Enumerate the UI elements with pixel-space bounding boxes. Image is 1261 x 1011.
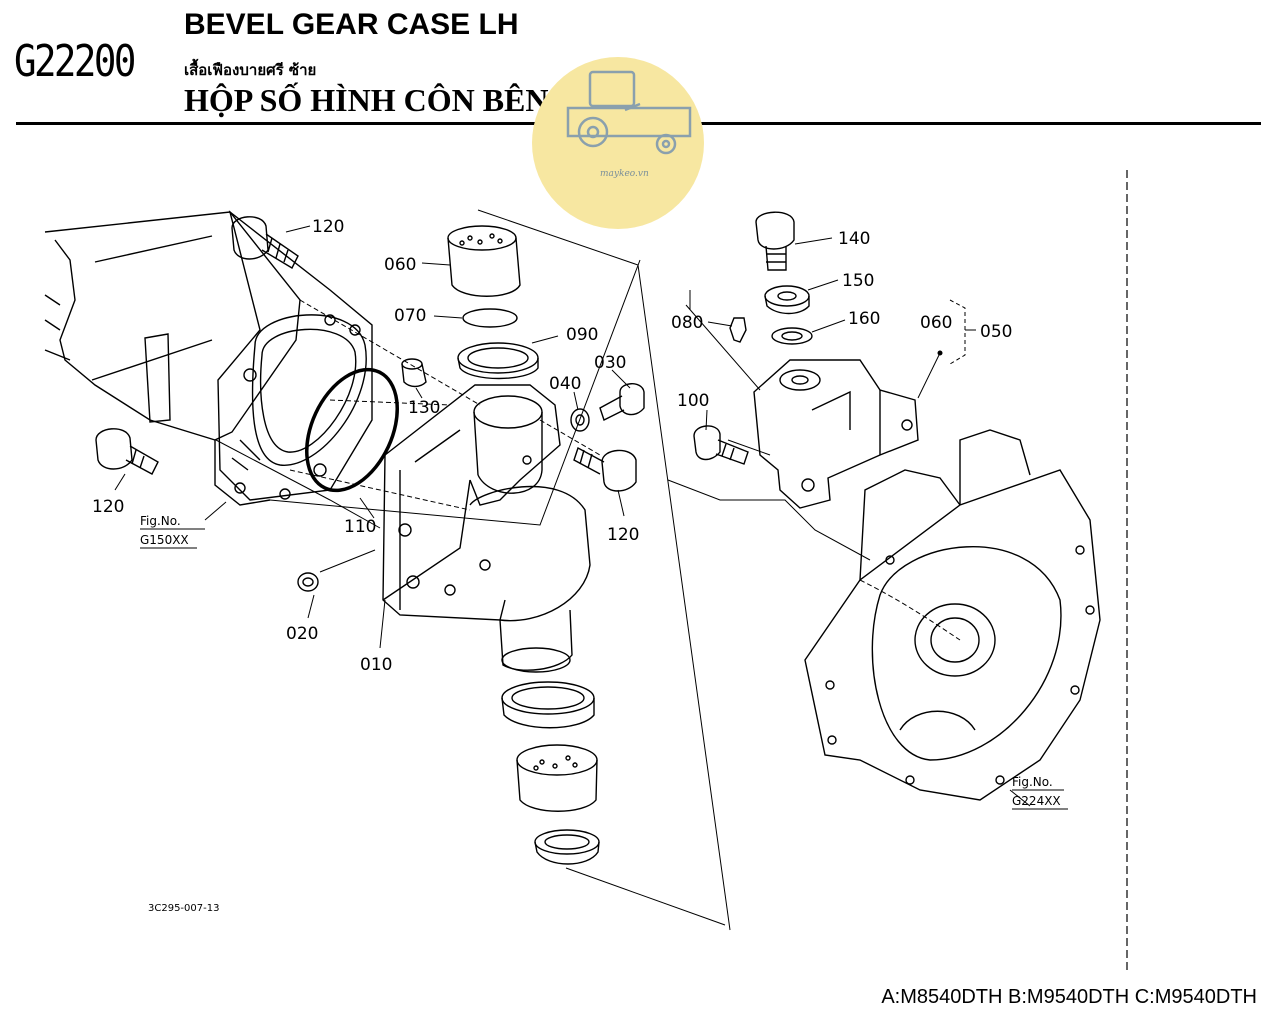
title-english: BEVEL GEAR CASE LH — [184, 8, 519, 41]
document-number: 3C295-007-13 — [148, 903, 220, 914]
seal-090 — [457, 342, 539, 380]
label-020: 020 — [286, 624, 318, 644]
axle-housing-drawing — [44, 210, 373, 506]
label-030: 030 — [594, 353, 626, 373]
label-010: 010 — [360, 655, 392, 675]
label-070: 070 — [394, 306, 426, 326]
label-040: 040 — [549, 374, 581, 394]
bolt-120-lower-left — [95, 428, 159, 475]
watermark-text: maykeo.vn — [600, 169, 649, 179]
bolt-030 — [599, 383, 645, 421]
bevel-gear-case-010 — [382, 384, 591, 673]
label-080: 080 — [671, 313, 703, 333]
watermark-logo: maykeo.vn — [532, 57, 704, 229]
leader-lines — [114, 225, 1031, 807]
fig-ref-right: Fig.No. G224XX — [1012, 775, 1068, 810]
assembly-guide-lines — [215, 209, 871, 931]
fig-ref-right-line2: G224XX — [1012, 794, 1061, 808]
label-150: 150 — [842, 271, 874, 291]
bushing-lower — [516, 744, 598, 812]
fig-ref-right-line1: Fig.No. — [1012, 775, 1053, 789]
label-130: 130 — [408, 398, 440, 418]
fig-ref-left: Fig.No. G150XX — [140, 514, 205, 549]
bolt-120-right — [573, 446, 637, 492]
label-120-b: 120 — [92, 497, 124, 517]
subassembly-bracket — [949, 299, 966, 365]
tractor-icon — [566, 70, 692, 155]
grease-nipple-080 — [729, 317, 747, 343]
label-110: 110 — [344, 517, 376, 537]
label-050: 050 — [980, 322, 1012, 342]
label-060-b: 060 — [920, 313, 952, 333]
label-100: 100 — [677, 391, 709, 411]
bolt-100 — [693, 425, 749, 465]
title-thai: เสื้อเฟืองบายศรี ซ้าย — [184, 61, 317, 79]
seal-lower — [501, 681, 595, 729]
label-090: 090 — [566, 325, 598, 345]
fig-ref-left-line1: Fig.No. — [140, 514, 181, 528]
part-labels: 120 120 120 060 070 090 030 040 130 110 … — [92, 217, 1012, 675]
thrust-bearing-lower — [534, 829, 600, 865]
bullet-dot — [937, 350, 943, 356]
label-140: 140 — [838, 229, 870, 249]
bushing-060-top — [447, 225, 521, 297]
section-code: G22200 — [14, 36, 136, 87]
model-list: A:M8540DTH B:M9540DTH C:M9540DTH — [881, 986, 1257, 1008]
nut-150 — [764, 285, 810, 315]
label-160: 160 — [848, 309, 880, 329]
bolt-140 — [755, 211, 795, 271]
plug-020 — [297, 572, 319, 592]
washer-040 — [570, 408, 590, 432]
bracket-050 — [753, 359, 919, 509]
fig-ref-left-line2: G150XX — [140, 533, 189, 547]
ring-070 — [462, 308, 518, 328]
hidden-lines — [289, 299, 961, 641]
label-120-c: 120 — [607, 525, 639, 545]
o-ring-110 — [305, 367, 399, 493]
pin-130 — [401, 358, 427, 388]
label-060-a: 060 — [384, 255, 416, 275]
washer-160 — [771, 327, 813, 345]
label-120-a: 120 — [312, 217, 344, 237]
watermark-circle — [532, 57, 704, 229]
bolt-120-upper-left — [231, 216, 299, 269]
final-case-drawing — [804, 429, 1101, 801]
